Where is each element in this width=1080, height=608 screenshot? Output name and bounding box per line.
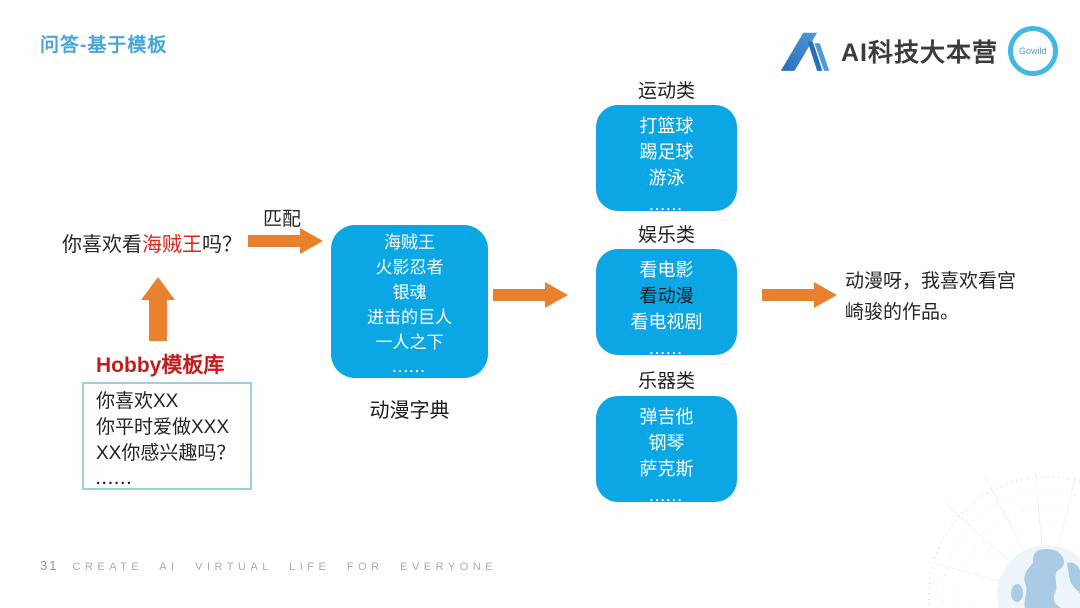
dictionary-item: 银魂 [392, 283, 427, 302]
category-item: 踢足球 [639, 142, 694, 162]
brand-area: AI科技大本营 Gowild [779, 22, 1062, 80]
footer-slogan: CREATE AI VIRTUAL LIFE FOR EVERYONE [72, 561, 498, 573]
bot-answer: 动漫呀，我喜欢看宫崎骏的作品。 [845, 271, 1017, 323]
category-box-instruments: 弹吉他 钢琴 萨克斯 ...... [596, 396, 737, 504]
dictionary-ellipsis: ...... [392, 360, 427, 375]
user-question: 你喜欢看海贼王吗？ [62, 228, 242, 257]
category-ellipsis: ...... [649, 489, 684, 504]
page-number: 31 [40, 558, 59, 573]
template-item-ellipsis: ...... [96, 471, 134, 488]
ai-camp-logo-icon [780, 32, 830, 71]
question-keyword: 海贼王 [142, 234, 202, 256]
footer: 31 CREATE AI VIRTUAL LIFE FOR EVERYONE [40, 558, 497, 573]
category-header-entertainment: 娱乐类 [637, 225, 695, 246]
category-item: 打篮球 [639, 116, 694, 136]
category-item: 看电影 [639, 260, 694, 280]
match-label: 匹配 [263, 209, 302, 230]
question-suffix: 吗？ [202, 234, 242, 256]
category-header-instruments: 乐器类 [637, 371, 695, 392]
dictionary-item: 火影忍者 [375, 258, 444, 277]
globe-graphic-icon [928, 472, 1080, 608]
template-library-title: Hobby模板库 [96, 354, 225, 377]
dictionary-item: 一人之下 [375, 333, 444, 352]
category-box-entertainment: 看电影 看动漫 看电视剧 ...... [596, 249, 737, 357]
category-header-sports: 运动类 [637, 81, 695, 102]
dictionary-item: 海贼王 [384, 233, 435, 252]
gowild-logo-icon: Gowild [1004, 22, 1062, 80]
category-item: 钢琴 [648, 433, 685, 453]
gowild-logo-text: Gowild [1019, 46, 1047, 57]
page-title: 问答-基于模板 [40, 35, 168, 56]
template-item: XX你感兴趣吗？ [96, 443, 236, 464]
category-ellipsis: ...... [649, 198, 684, 213]
category-ellipsis: ...... [649, 342, 684, 357]
category-item: 萨克斯 [639, 459, 694, 479]
category-item: 看电视剧 [630, 312, 703, 332]
question-prefix: 你喜欢看 [62, 234, 142, 256]
category-item-matched: 看动漫 [639, 286, 694, 306]
template-item: 你平时爱做XXX [96, 417, 230, 438]
dictionary-label: 动漫字典 [369, 400, 450, 422]
brand-name: AI科技大本营 [840, 39, 998, 67]
dictionary-item: 进击的巨人 [367, 308, 452, 327]
category-box-sports: 打篮球 踢足球 游泳 ...... [596, 105, 737, 213]
template-library-box: 你喜欢XX 你平时爱做XXX XX你感兴趣吗？ ...... [82, 382, 252, 490]
template-item: 你喜欢XX [96, 391, 179, 412]
category-item: 游泳 [648, 168, 685, 188]
category-item: 弹吉他 [639, 407, 694, 427]
anime-dictionary-box: 海贼王 火影忍者 银魂 进击的巨人 一人之下 ...... [331, 225, 488, 378]
